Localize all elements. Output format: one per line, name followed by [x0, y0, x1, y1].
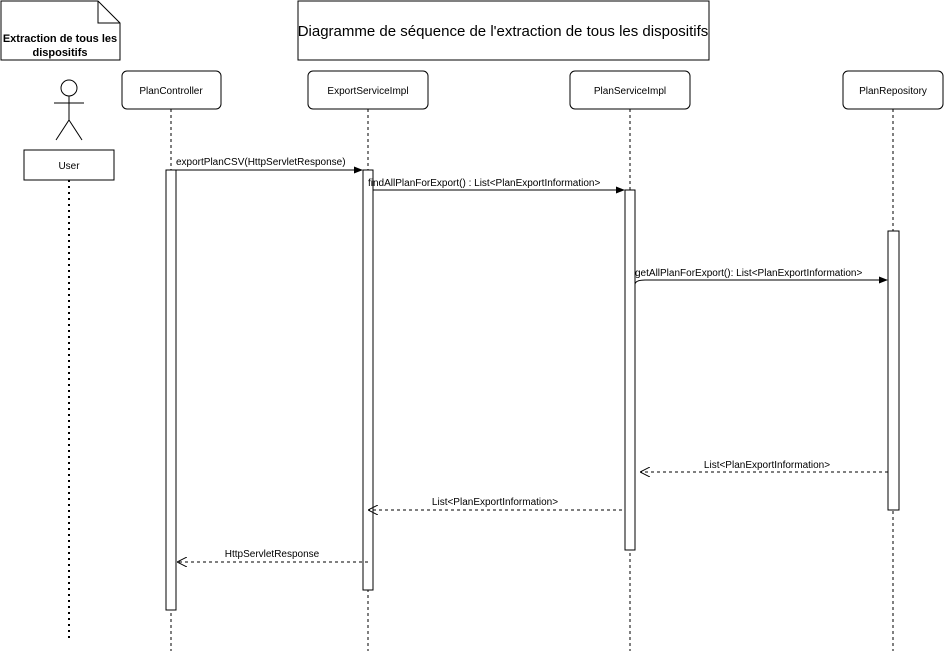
message-return-export-service: HttpServletResponse — [178, 549, 368, 562]
lifeline-label-plan-service-impl: PlanServiceImpl — [594, 86, 666, 97]
note-line-1: Extraction de tous les — [3, 33, 117, 45]
message-label-get-all-plan-for-export: getAllPlanForExport(): List<PlanExportIn… — [635, 268, 862, 279]
message-label-return-plan-service: List<PlanExportInformation> — [432, 497, 558, 508]
message-label-return-repository: List<PlanExportInformation> — [704, 460, 830, 471]
message-return-plan-service: List<PlanExportInformation> — [369, 497, 622, 510]
lifeline-label-plan-repository: PlanRepository — [859, 86, 927, 97]
diagram-title: Diagramme de séquence de l'extraction de… — [298, 23, 709, 40]
note-line-2: dispositifs — [32, 47, 87, 59]
message-label-return-export-service: HttpServletResponse — [225, 549, 320, 560]
message-export-plan-csv: exportPlanCSV(HttpServletResponse) — [176, 157, 363, 174]
activation-export-service-impl — [362, 169, 374, 591]
lifeline-plan-repository: PlanRepository — [842, 70, 944, 651]
message-find-all-plan-for-export: findAllPlanForExport() : List<PlanExport… — [368, 178, 625, 194]
message-get-all-plan-for-export: getAllPlanForExport(): List<PlanExportIn… — [634, 268, 888, 285]
lifeline-label-plan-controller: PlanController — [139, 86, 203, 97]
message-label-find-all-plan-for-export: findAllPlanForExport() : List<PlanExport… — [368, 178, 600, 189]
message-return-repository: List<PlanExportInformation> — [641, 460, 888, 472]
lifeline-export-service-impl: ExportServiceImpl — [307, 70, 429, 651]
lifeline-plan-controller: PlanController — [121, 70, 222, 651]
actor-label: User — [58, 161, 80, 172]
activation-plan-controller — [165, 169, 177, 611]
actor-user: User — [23, 79, 115, 642]
lifeline-plan-service-impl: PlanServiceImpl — [569, 70, 691, 651]
activation-plan-service-impl — [624, 189, 636, 551]
title-box: Diagramme de séquence de l'extraction de… — [297, 0, 710, 61]
note: Extraction de tous les dispositifs — [0, 0, 121, 61]
activation-plan-repository — [887, 230, 900, 511]
lifeline-label-export-service-impl: ExportServiceImpl — [327, 86, 408, 97]
message-label-export-plan-csv: exportPlanCSV(HttpServletResponse) — [176, 157, 346, 168]
